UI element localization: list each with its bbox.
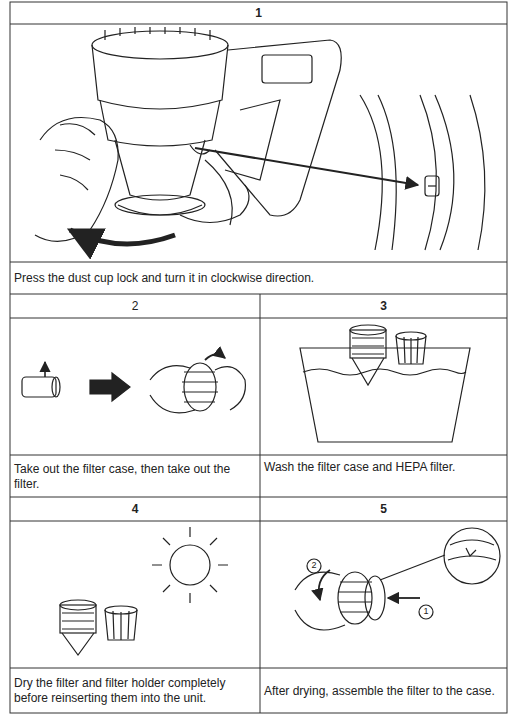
step-number: 1	[255, 6, 262, 21]
callout-number: 2	[307, 559, 321, 573]
instruction-text: Wash the filter case and HEPA filter.	[264, 460, 455, 475]
step-number: 4	[10, 497, 260, 521]
instruction-text: Dry the filter and filter holder complet…	[14, 676, 256, 706]
instruction-text: After drying, assemble the filter to the…	[264, 684, 495, 699]
instruction-text: Take out the filter case, then take out …	[14, 462, 256, 492]
instruction-text: After drying, assemble the filter to the…	[264, 670, 504, 712]
step-number: 4	[132, 502, 139, 517]
drying-drawing	[60, 527, 228, 655]
step-number: 5	[380, 502, 387, 517]
filter-removal-drawing	[22, 354, 245, 412]
callout-number: 2	[311, 560, 316, 571]
instruction-text: Wash the filter case and HEPA filter.	[264, 457, 504, 497]
instruction-text: Press the dust cup lock and turn it in c…	[14, 271, 314, 286]
step-number: 2	[132, 299, 139, 314]
step-number: 5	[260, 497, 507, 521]
instruction-text: Press the dust cup lock and turn it in c…	[14, 262, 504, 294]
step-number: 1	[10, 2, 507, 24]
step-number: 2	[10, 294, 260, 318]
vacuum-drawing	[35, 27, 485, 250]
callout-number: 1	[423, 606, 428, 617]
step-number: 3	[380, 299, 387, 314]
instruction-text: Dry the filter and filter holder complet…	[14, 670, 256, 712]
instruction-text: Take out the filter case, then take out …	[14, 457, 256, 497]
step-number: 3	[260, 294, 507, 318]
wash-basin-drawing	[300, 325, 470, 442]
table-grid	[10, 2, 507, 713]
assembly-drawing	[295, 528, 500, 630]
callout-number: 1	[419, 605, 433, 619]
